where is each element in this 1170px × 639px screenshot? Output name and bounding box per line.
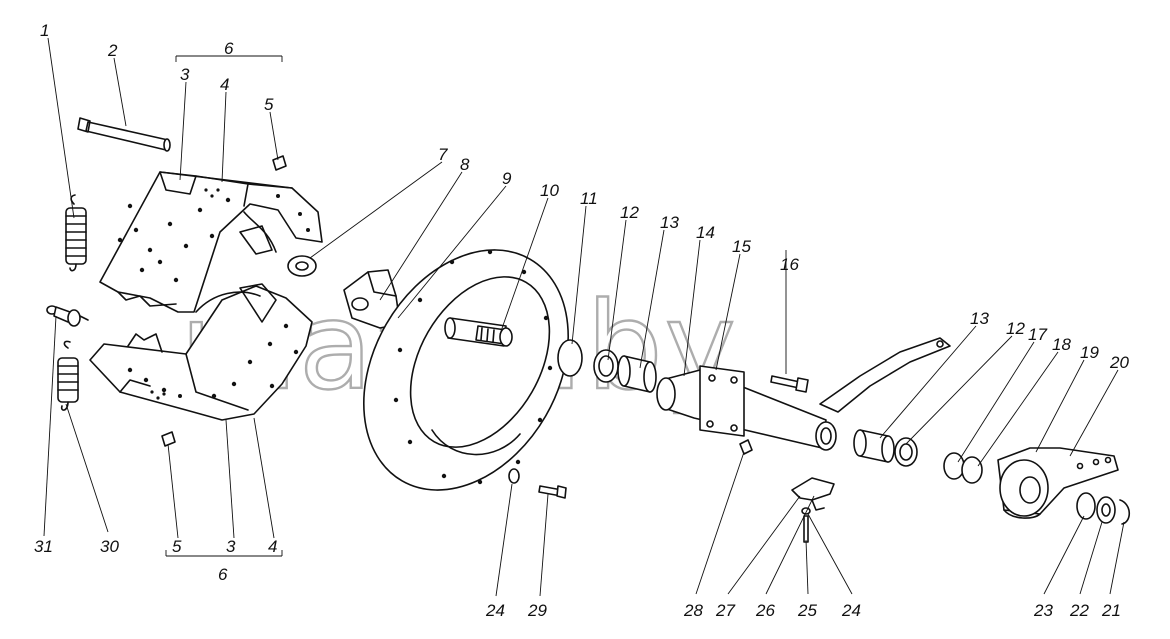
part-23-washer	[1076, 492, 1096, 520]
callout-11: 11	[580, 189, 598, 208]
part-27-plate	[791, 477, 835, 511]
part-11-washer	[557, 339, 583, 377]
upper-brake-shoe	[99, 171, 323, 313]
leader-lines	[43, 37, 1125, 597]
callout-28: 28	[683, 601, 703, 620]
part-22-washer	[1096, 496, 1116, 524]
part-5-rivet-lower	[161, 431, 176, 447]
part-13-bushing-right	[853, 429, 895, 463]
part-1-spring	[65, 194, 87, 272]
callout-15: 15	[732, 237, 751, 256]
callout-4-top: 4	[220, 75, 229, 94]
callout-27: 27	[715, 601, 735, 620]
part-21-snap-ring	[1119, 499, 1131, 525]
callout-3-top: 3	[180, 65, 190, 84]
callout-20: 20	[1109, 353, 1129, 372]
callout-5-bottom: 5	[172, 537, 182, 556]
part-15-cam-bracket	[656, 337, 951, 451]
callout-13-right: 13	[970, 309, 989, 328]
callout-12-left: 12	[620, 203, 639, 222]
callout-31: 31	[34, 537, 53, 556]
callout-24-right: 24	[841, 601, 861, 620]
callout-3-bottom: 3	[226, 537, 236, 556]
callout-25: 25	[797, 601, 817, 620]
callout-12-right: 12	[1006, 319, 1025, 338]
part-9-camshaft	[444, 317, 513, 347]
lower-brake-shoe	[89, 283, 313, 421]
callout-18: 18	[1052, 335, 1071, 354]
callout-24-left: 24	[485, 601, 505, 620]
callout-13-left: 13	[660, 213, 679, 232]
callout-9: 9	[502, 169, 512, 188]
callout-10: 10	[540, 181, 559, 200]
part-12-seal	[593, 349, 619, 383]
callout-21: 21	[1101, 601, 1121, 620]
callout-23: 23	[1033, 601, 1053, 620]
part-2-pin	[77, 117, 171, 152]
part-10-backing-plate	[363, 249, 569, 491]
part-8-anchor-bracket	[343, 269, 401, 329]
callout-2: 2	[107, 41, 118, 60]
part-24-washer-right	[801, 507, 811, 515]
callout-1: 1	[40, 21, 49, 40]
callout-8: 8	[460, 155, 470, 174]
part-28-key	[739, 439, 753, 455]
callout-labels: 1 2 6 3 4 5 7 8 9 10 11 12 13 14 15 16 1…	[34, 21, 1129, 620]
part-30-spring	[57, 340, 79, 411]
part-24-washer-left	[508, 468, 520, 484]
callout-14: 14	[696, 223, 715, 242]
part-31-bolt	[46, 305, 89, 327]
callout-7: 7	[438, 145, 448, 164]
callout-5-top: 5	[264, 95, 274, 114]
part-13-bushing	[617, 355, 657, 393]
part-16-bolt	[770, 375, 809, 393]
part-18-washer	[961, 456, 983, 484]
callout-30: 30	[100, 537, 119, 556]
callout-6-top: 6	[224, 39, 234, 58]
callout-16: 16	[780, 255, 799, 274]
part-29-bolt	[538, 485, 567, 499]
callout-4-bottom: 4	[268, 537, 277, 556]
callout-22: 22	[1069, 601, 1089, 620]
part-25-screw	[803, 515, 809, 543]
callout-29: 29	[527, 601, 547, 620]
part-5-rivet-upper	[272, 155, 287, 171]
part-7-bushing	[287, 255, 317, 277]
callout-6-bottom: 6	[218, 565, 228, 584]
callout-17: 17	[1028, 325, 1047, 344]
part-12-seal-right	[894, 437, 918, 467]
callout-26: 26	[755, 601, 775, 620]
callout-19: 19	[1080, 343, 1099, 362]
part-20-slack-adjuster	[997, 447, 1119, 519]
